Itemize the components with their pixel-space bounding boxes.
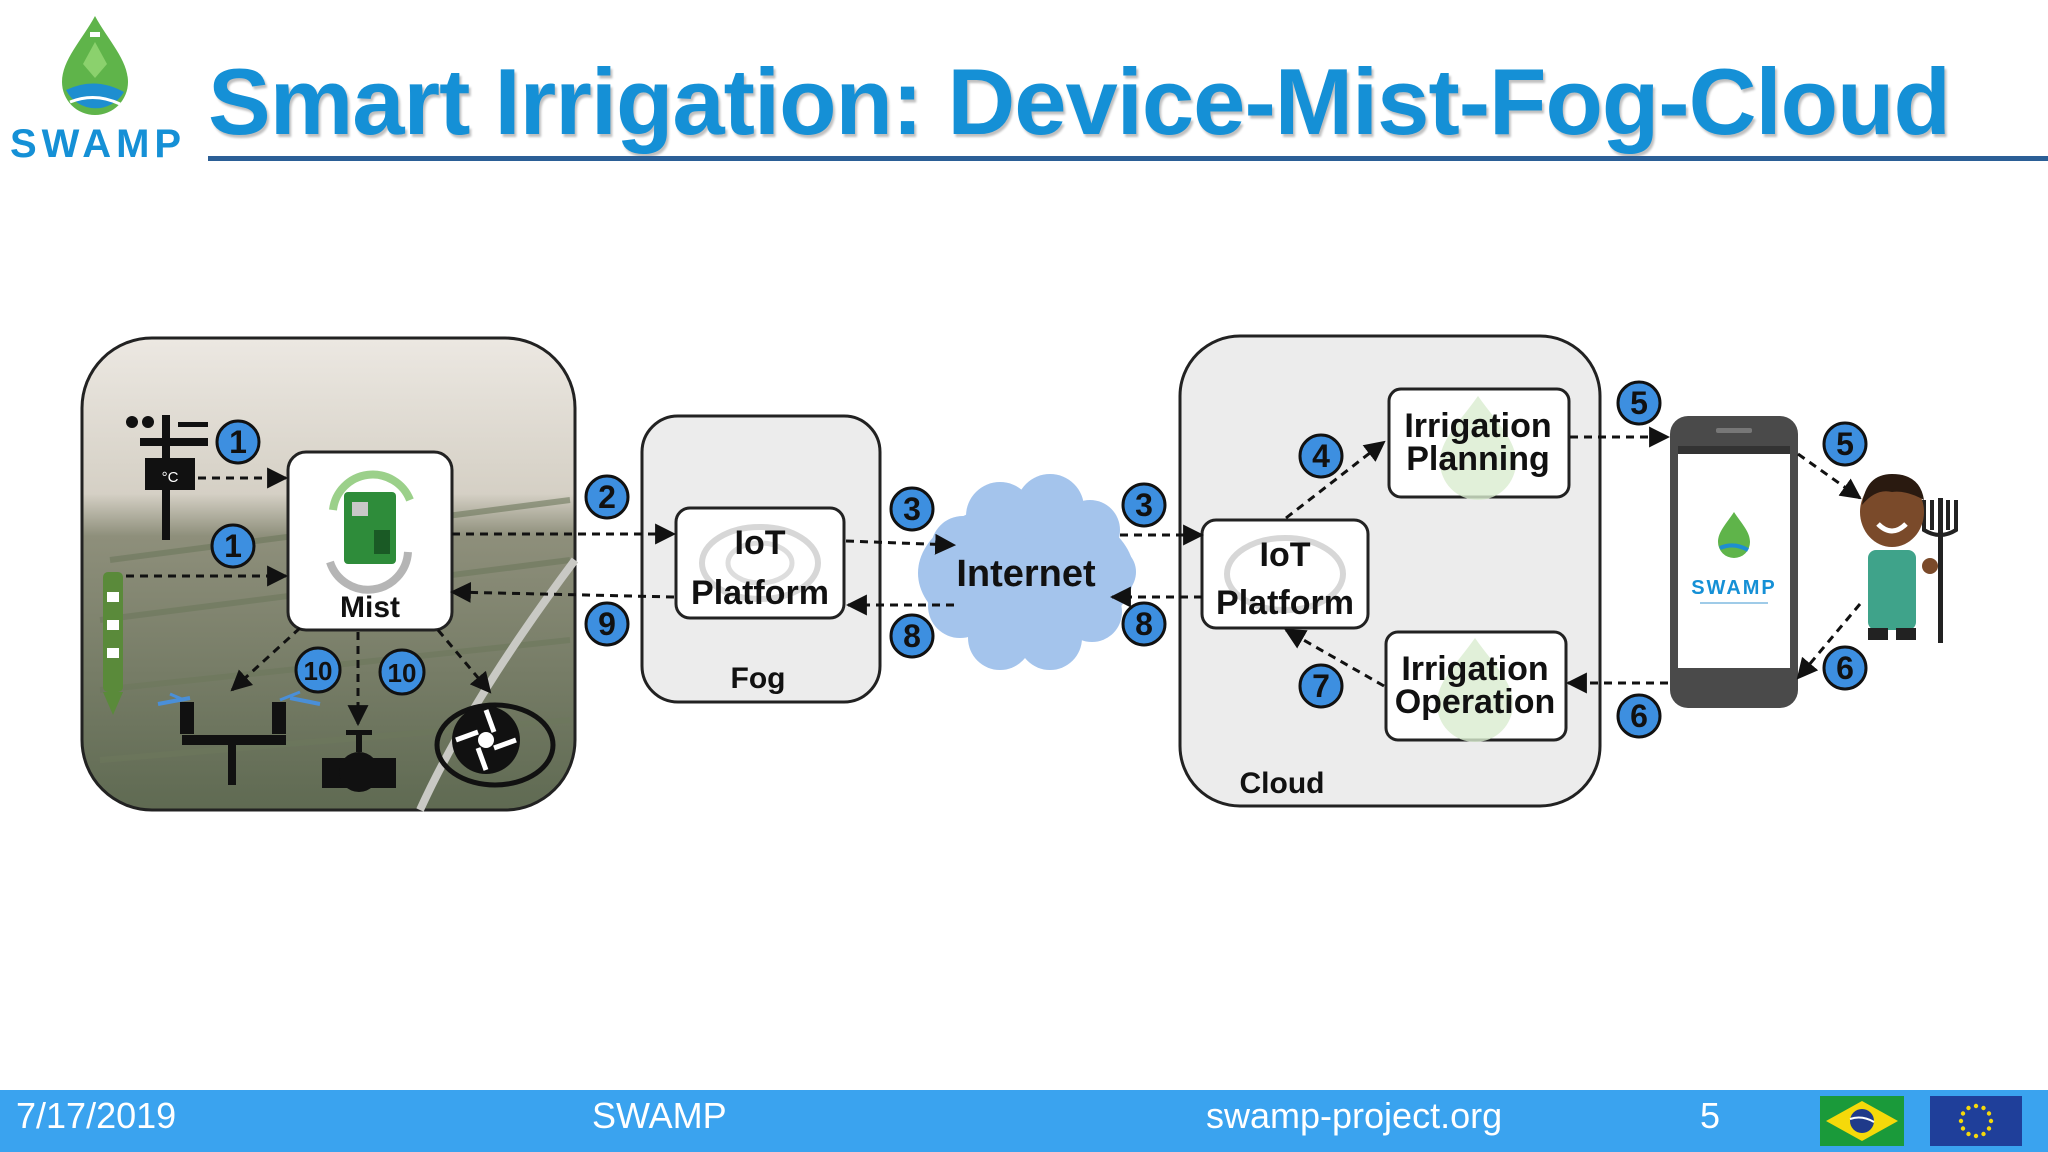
step-badge: 3 xyxy=(889,486,935,532)
sprinkler-icon xyxy=(157,690,321,785)
step-badge: 10 xyxy=(294,646,342,694)
svg-text:10: 10 xyxy=(304,656,333,686)
svg-text:3: 3 xyxy=(903,491,921,527)
cloud-label: Cloud xyxy=(1240,767,1325,800)
step-badge: 6 xyxy=(1616,693,1662,739)
step-badge: 6 xyxy=(1822,645,1868,691)
footer-page-number: 5 xyxy=(1700,1095,1721,1136)
irrigation-planning-line-2: Planning xyxy=(1406,440,1550,478)
slide-title: Smart Irrigation: Device-Mist-Fog-Cloud xyxy=(208,49,1951,154)
svg-text:5: 5 xyxy=(1836,426,1854,462)
title-underline xyxy=(208,156,2048,161)
step-badge: 10 xyxy=(378,648,426,696)
svg-text:4: 4 xyxy=(1312,438,1330,474)
footer-website: swamp-project.org xyxy=(1206,1095,1503,1136)
phone-app-label: SWAMP xyxy=(1691,577,1777,599)
fog-platform-line-2: Platform xyxy=(691,574,829,612)
svg-text:8: 8 xyxy=(1135,606,1153,642)
weather-station-icon: °C xyxy=(126,415,208,540)
footer-date: 7/17/2019 xyxy=(16,1095,177,1136)
fog-platform-line-1: IoT xyxy=(735,524,786,562)
cloud-platform-line-1: IoT xyxy=(1260,536,1311,574)
mist-node: Mist xyxy=(286,450,454,632)
svg-text:1: 1 xyxy=(229,424,247,460)
step-badge: 9 xyxy=(584,601,630,647)
valve-icon xyxy=(322,730,396,792)
celsius-label: °C xyxy=(162,469,179,486)
pump-icon xyxy=(434,702,556,788)
svg-text:3: 3 xyxy=(1135,487,1153,523)
svg-text:10: 10 xyxy=(388,658,417,688)
svg-text:1: 1 xyxy=(224,528,242,564)
svg-text:6: 6 xyxy=(1630,698,1648,734)
step-badge: 8 xyxy=(1121,601,1167,647)
step-badge: 1 xyxy=(210,523,256,569)
step-badge: 2 xyxy=(584,474,630,520)
svg-text:5: 5 xyxy=(1630,385,1648,421)
fog-panel: IoT Platform Fog xyxy=(640,414,882,704)
farmer-icon xyxy=(1860,474,1958,643)
smartphone-icon: SWAMP xyxy=(1670,416,1798,708)
footer-bar xyxy=(0,1090,2048,1152)
svg-text:7: 7 xyxy=(1312,668,1330,704)
svg-text:8: 8 xyxy=(903,618,921,654)
brazil-flag-icon xyxy=(1820,1096,1904,1146)
svg-text:2: 2 xyxy=(598,479,616,515)
step-badge: 7 xyxy=(1298,663,1344,709)
mist-label: Mist xyxy=(340,591,400,624)
irrigation-planning-line-1: Irrigation xyxy=(1404,407,1551,445)
step-badge: 8 xyxy=(889,613,935,659)
logo-text: SWAMP xyxy=(10,122,187,166)
svg-text:9: 9 xyxy=(598,606,616,642)
cloud-platform-line-2: Platform xyxy=(1216,584,1354,622)
step-badge: 4 xyxy=(1298,433,1344,479)
flow-arrows xyxy=(126,426,1862,727)
fog-label: Fog xyxy=(731,662,786,695)
irrigation-operation-line-2: Operation xyxy=(1395,683,1556,721)
internet-label: Internet xyxy=(956,553,1096,595)
step-badge: 5 xyxy=(1616,380,1662,426)
irrigation-operation-line-1: Irrigation xyxy=(1401,650,1548,688)
step-badge: 3 xyxy=(1121,482,1167,528)
soil-probe-icon xyxy=(103,572,123,715)
internet-cloud: Internet xyxy=(918,474,1136,670)
cloud-panel: IoT Platform Irrigation Planning Irrigat… xyxy=(1178,334,1602,808)
step-badges: 1 1 2 9 3 8 3 8 xyxy=(210,380,1868,739)
swamp-logo-icon xyxy=(62,16,128,115)
step-badge: 1 xyxy=(215,419,261,465)
footer-project: SWAMP xyxy=(592,1095,727,1136)
svg-text:6: 6 xyxy=(1836,650,1854,686)
eu-flag-icon xyxy=(1930,1096,2022,1146)
step-badge: 5 xyxy=(1822,421,1868,467)
